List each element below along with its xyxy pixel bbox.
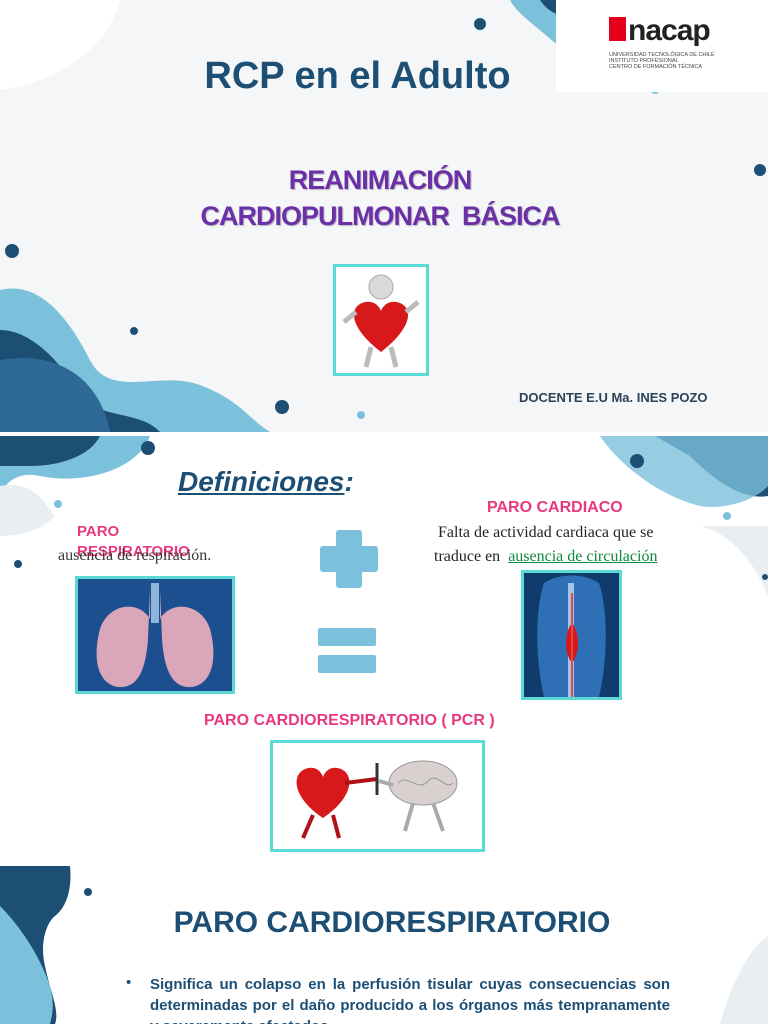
- cardiac-arrest-text-prefix: traduce en: [434, 548, 505, 565]
- bullet-dot: •: [126, 974, 132, 991]
- lungs-illustration: [78, 579, 232, 691]
- slide-3-decoration: [0, 866, 768, 1024]
- cardiac-arrest-text-1: Falta de actividad cardiaca que se: [438, 524, 654, 541]
- logo-red-mark: [609, 17, 626, 41]
- slide-2-decoration: [0, 436, 768, 673]
- subtitle-line-1: REANIMACIÓN: [288, 165, 473, 195]
- logo-area: [556, 0, 768, 92]
- logo-text: nacap: [628, 14, 711, 47]
- heart-figure-image: [333, 264, 429, 376]
- slide-3: PARO CARDIORESPIRATORIO • Significa un c…: [0, 866, 768, 1024]
- instructor-label: DOCENTE E.U Ma. INES POZO: [519, 390, 708, 405]
- heart-figure-illustration: [336, 267, 426, 373]
- heart-brain-image: [270, 740, 485, 852]
- respiratory-arrest-text: ausencia de respiración.: [58, 547, 212, 564]
- heart-brain-illustration: [273, 743, 482, 849]
- respiratory-arrest-title: PARO RESPIRATORIO: [77, 523, 190, 560]
- slide-title: RCP en el Adulto: [204, 55, 511, 97]
- circulation-illustration: [524, 573, 619, 697]
- pcr-title: PARO CARDIORESPIRATORIO ( PCR ): [204, 712, 495, 729]
- pcr-definition-text: Significa un colapso en la perfusión tis…: [150, 976, 670, 1024]
- definitions-heading: Definiciones:: [178, 466, 354, 498]
- slide-3-title: PARO CARDIORESPIRATORIO: [173, 906, 611, 939]
- circulation-link[interactable]: ausencia de circulación: [508, 548, 658, 565]
- slide-1: nacap UNIVERSIDAD TECNOLÓGICA DE CHILE I…: [0, 0, 768, 432]
- subtitle-line-2: CARDIOPULMONAR BÁSICA: [200, 201, 561, 231]
- lungs-image: [75, 576, 235, 694]
- cardiac-arrest-text-2: traduce en ausencia de circulación: [434, 548, 657, 566]
- definitions-colon: :: [344, 466, 354, 497]
- definitions-heading-text: Definiciones: [178, 466, 345, 497]
- logo-tagline: UNIVERSIDAD TECNOLÓGICA DE CHILE INSTITU…: [609, 52, 715, 70]
- slide-subtitle: REANIMACIÓN CARDIOPULMONAR BÁSICA: [160, 162, 600, 234]
- cardiac-arrest-title: PARO CARDIACO: [487, 499, 623, 516]
- circulation-image: [521, 570, 622, 700]
- slide-2: Definiciones: PARO RESPIRATORIO ausencia…: [0, 436, 768, 868]
